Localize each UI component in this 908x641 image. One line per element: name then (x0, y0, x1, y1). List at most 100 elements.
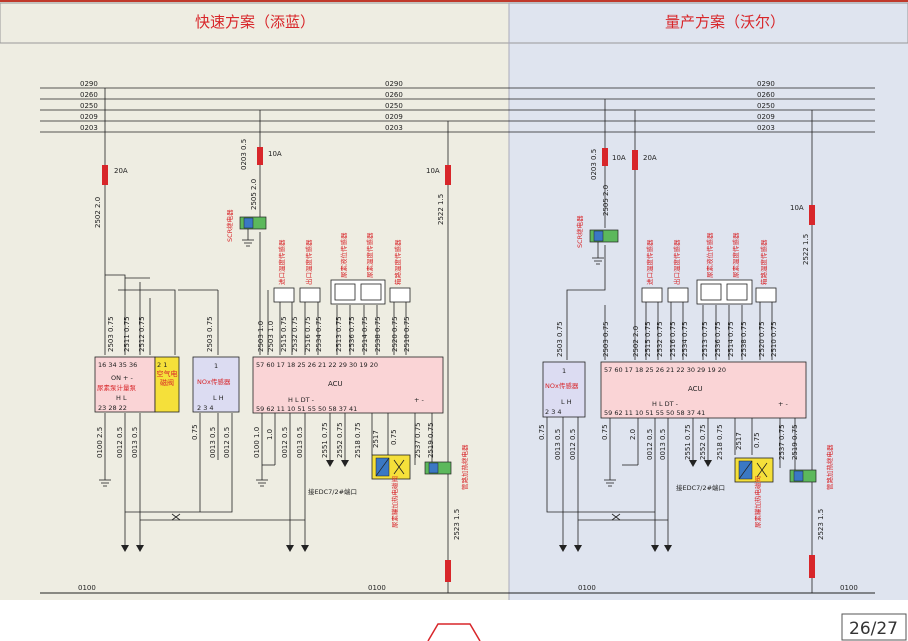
left-pump-pins-top: 16 34 35 36 (98, 361, 137, 369)
left-sensor-5 (389, 287, 411, 303)
rb-4: 2.0 (629, 429, 637, 440)
right-urea-valve-label: 尿素罐加热电磁阀 (753, 476, 762, 528)
rw-nox: 2503 0.75 (556, 321, 564, 357)
left-nox-box (192, 356, 240, 413)
left-acu-box (252, 356, 444, 414)
left-ground-icon-2 (256, 479, 268, 487)
left-acu-top-pins: 57 60 17 18 25 26 21 22 29 30 19 20 (256, 361, 378, 369)
left-pump-pins-bottom: 23 28 22 (98, 404, 127, 412)
left-sensor-5-label: 箱路温度传感器 (393, 239, 402, 285)
left-w-6: 2534 0.75 (315, 316, 323, 352)
left-nox-label: NOx传感器 (197, 377, 231, 386)
bus-labels: 0290 0260 0250 0209 0203 0290 0260 0250 … (80, 80, 775, 132)
right-fuse-20a-label: 20A (643, 154, 657, 162)
right-sensor-3-label: 尿素液位传感器 (705, 232, 714, 278)
left-pump-w-1: 2503 0.75 (107, 316, 115, 352)
left-w-5: 2516 0.75 (304, 316, 312, 352)
lb-1: 0012 0.5 (116, 427, 124, 458)
left-w-11: 2520 0.75 (391, 316, 399, 352)
left-twisted-pair-icon (171, 513, 181, 521)
left-fuse-10a-right-label: 10A (426, 167, 440, 175)
right-sensor-1 (641, 287, 663, 303)
right-sensor-4-label: 尿素温度传感器 (731, 232, 740, 278)
rw-6: 2534 0.75 (681, 321, 689, 357)
bus-0290-l: 0290 (80, 80, 98, 88)
rb-1: 0013 0.5 (554, 429, 562, 460)
left-w-7: 2513 0.75 (335, 316, 343, 352)
left-fuse-10a-right (445, 165, 451, 185)
left-sensors: 进口温度传感器 出口温度传感器 尿素液位传感器 尿素温度传感器 箱路温度传感器 (273, 232, 411, 305)
bus-0250-l: 0250 (80, 102, 98, 110)
right-wire-0203: 0203 0.5 (590, 149, 598, 180)
left-fuse-10a-top-label: 10A (268, 150, 282, 158)
left-sensor-2-label: 出口温度传感器 (304, 239, 313, 285)
left-w-3: 2515 0.75 (280, 316, 288, 352)
rw-3: 2515 0.75 (644, 321, 652, 357)
rb-7: 2551 0.75 (684, 424, 692, 460)
right-ground-icon (604, 479, 616, 487)
left-nox-top-pin: 1 (214, 362, 218, 370)
right-acu-top-wires: 2503 0.75 2502 2.0 2515 0.75 2532 0.75 2… (556, 321, 778, 357)
right-fuse-10a-a (602, 148, 608, 166)
right-acu-label: ACU (688, 385, 703, 393)
bus-0203-r: 0203 (757, 124, 775, 132)
rw-1: 2503 0.75 (602, 321, 610, 357)
left-scr-ground-icon (242, 239, 254, 247)
lb-12: 2518 0.75 (354, 422, 362, 458)
rb-10: 2517 (735, 432, 743, 450)
right-nox-top-pin: 1 (562, 367, 566, 375)
right-acu-box (600, 361, 807, 419)
right-nox-hl: L H (561, 398, 572, 406)
right-acu-bottom-pins: 59 62 11 10 51 55 50 58 37 41 (604, 409, 705, 417)
right-bottom-wires: 0.75 0013 0.5 0012 0.5 0.75 2.0 0012 0.5… (538, 424, 825, 540)
rb-3: 0.75 (601, 424, 609, 440)
right-fuse-10a-right (809, 205, 815, 225)
right-edc-port: 接EDC7/2#端口 (676, 483, 725, 492)
bus-0209-r: 0209 (757, 113, 775, 121)
right-sensor-5-label: 箱路温度传感器 (759, 239, 768, 285)
rw-8: 2536 0.75 (714, 321, 722, 357)
right-sensor-2-label: 出口温度传感器 (672, 239, 681, 285)
rw-7: 2513 0.75 (701, 321, 709, 357)
left-nox-w: 2503 0.75 (206, 316, 214, 352)
bus-lines (40, 87, 875, 133)
left-w-2: 2503 1.0 (267, 321, 275, 352)
left-w-10: 2538 0.75 (374, 316, 382, 352)
left-w-1: 2503 1.0 (257, 321, 265, 352)
left-fuse-20a-label: 20A (114, 167, 128, 175)
lb-16: 2519 0.75 (427, 422, 435, 458)
left-pump-on: ON + - (111, 374, 134, 382)
lb-6: 0100 1.0 (253, 427, 261, 458)
right-nox-label: NOx传感器 (545, 381, 579, 390)
right-nox-box (542, 361, 586, 418)
left-w-12: 2510 0.75 (403, 316, 411, 352)
rb-14: 2523 1.5 (817, 509, 825, 540)
rw-11: 2520 0.75 (758, 321, 766, 357)
header-left: 快速方案（添蓝） (195, 13, 315, 31)
rb-2: 0012 0.5 (569, 429, 577, 460)
left-acu-top-wires: 2503 1.0 2503 1.0 2515 0.75 2532 0.75 25… (107, 316, 411, 352)
left-acu-bottom-pins: 59 62 11 10 51 55 50 58 37 41 (256, 405, 357, 413)
right-wire-2505: 2505 2.0 (602, 185, 610, 216)
left-pump-w-3: 2512 0.75 (138, 316, 146, 352)
left-fuse-10a-top (257, 147, 263, 165)
rw-12: 2510 0.75 (770, 321, 778, 357)
lb-9: 0013 0.5 (296, 427, 304, 458)
right-fuse-20a (632, 150, 638, 170)
left-sensor-1-label: 进口温度传感器 (277, 239, 286, 285)
lb-7: 1.0 (266, 429, 274, 440)
bus-0209-m: 0209 (385, 113, 403, 121)
page-number-box (841, 613, 907, 641)
left-w-8: 2536 0.75 (348, 316, 356, 352)
rw-4: 2532 0.75 (656, 321, 664, 357)
bus-0290-m: 0290 (385, 80, 403, 88)
ground-label-far: 0100 (840, 584, 858, 592)
rb-6: 0013 0.5 (659, 429, 667, 460)
lb-8: 0012 0.5 (281, 427, 289, 458)
bus-0290-r: 0290 (757, 80, 775, 88)
right-acu-top-pins: 57 60 17 18 25 26 21 22 30 29 19 20 (604, 366, 726, 374)
lb-13: 2517 (372, 430, 380, 448)
rw-9: 2514 0.75 (727, 321, 735, 357)
left-acu-pm: + - (414, 396, 425, 404)
bus-0209-l: 0209 (80, 113, 98, 121)
